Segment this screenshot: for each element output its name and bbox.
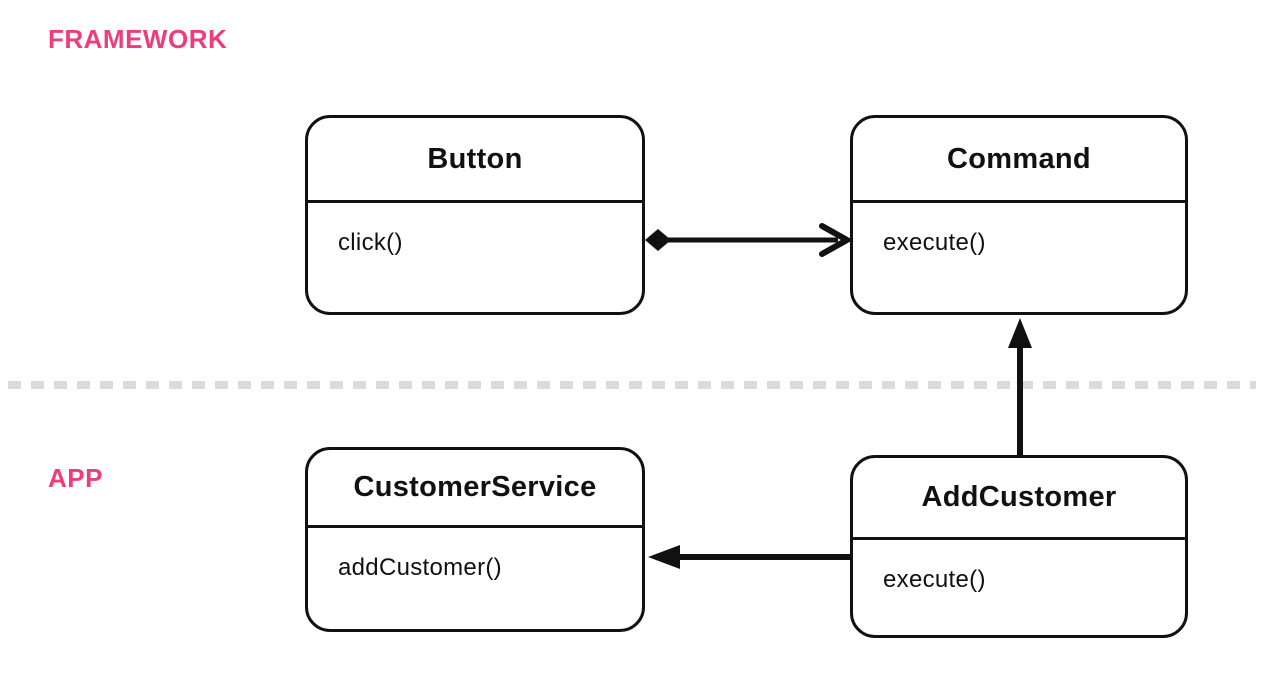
framework-section-label: FRAMEWORK [48, 24, 228, 54]
class-box-command: Command execute() [850, 115, 1188, 315]
framework-app-boundary-dashed-line [8, 381, 1256, 389]
app-section-label: APP [48, 463, 103, 493]
method-execute: execute() [883, 229, 986, 256]
class-name-addcustomer: AddCustomer [853, 458, 1185, 540]
arrow-addcustomer-to-customerservice [648, 545, 850, 569]
composition-diamond-icon [645, 229, 671, 251]
arrow-button-to-command [645, 223, 854, 257]
method-click: click() [338, 229, 403, 256]
class-name-customerservice: CustomerService [308, 450, 642, 528]
class-methods-command: execute() [853, 203, 1185, 283]
method-execute-addcustomer: execute() [883, 566, 986, 593]
filled-arrowhead-up-icon [1008, 318, 1032, 348]
class-box-customerservice: CustomerService addCustomer() [305, 447, 645, 632]
open-arrowhead-icon [819, 223, 854, 257]
class-name-command: Command [853, 118, 1185, 203]
class-methods-addcustomer: execute() [853, 540, 1185, 620]
class-name-button: Button [308, 118, 642, 203]
filled-arrowhead-left-icon [648, 545, 680, 569]
class-box-button: Button click() [305, 115, 645, 315]
class-methods-button: click() [308, 203, 642, 283]
class-methods-customerservice: addCustomer() [308, 528, 642, 608]
class-box-addcustomer: AddCustomer execute() [850, 455, 1188, 638]
method-addcustomer: addCustomer() [338, 554, 502, 581]
